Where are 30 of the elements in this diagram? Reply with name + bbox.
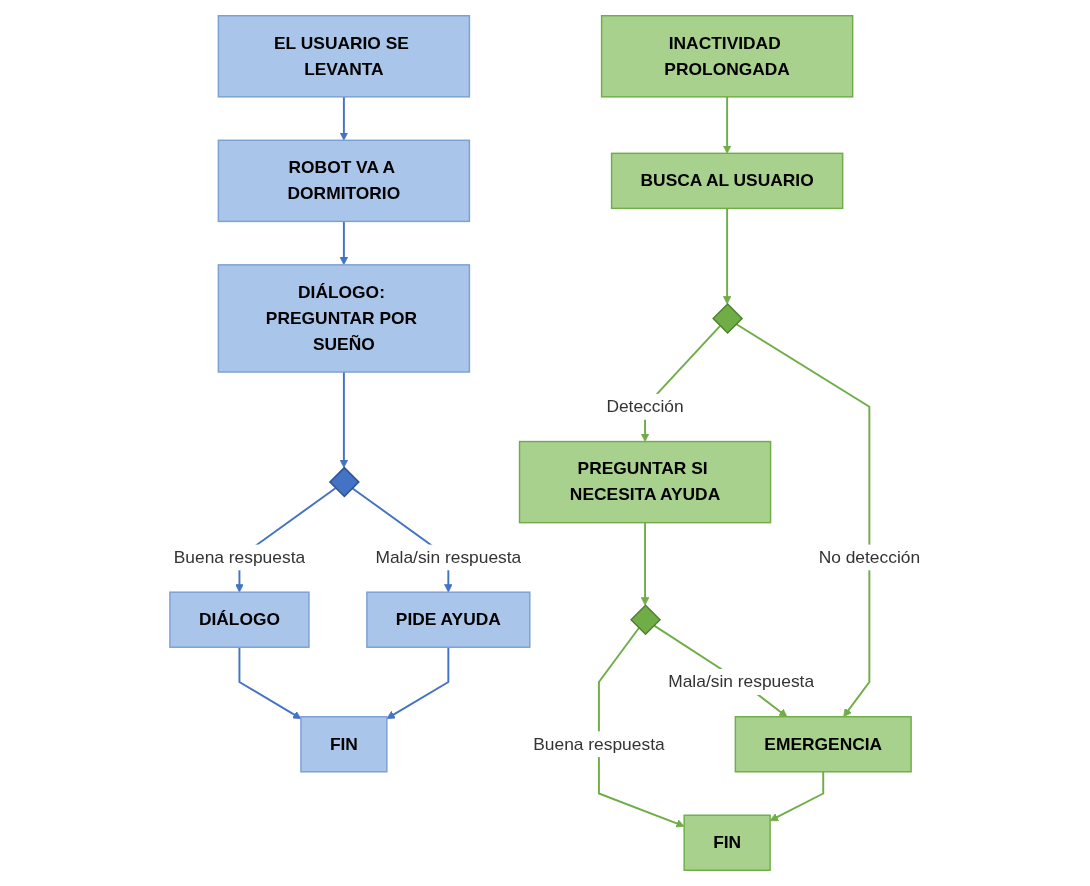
arrow: [339, 95, 349, 141]
node-box: EL USUARIO SE LEVANTA: [217, 15, 471, 98]
arrow: [339, 220, 349, 266]
arrow: [722, 207, 732, 305]
node-box: DIÁLOGO: [169, 591, 310, 648]
node-diamond: [328, 466, 360, 498]
node-box: ROBOT VA A DORMITORIO: [217, 139, 471, 223]
arrow: [640, 521, 650, 606]
node-box: PREGUNTAR SI NECESITA AYUDA: [518, 440, 772, 524]
arrow: [386, 646, 450, 720]
node-diamond: [712, 302, 744, 334]
node-box: PIDE AYUDA: [366, 591, 531, 648]
arrow: [722, 95, 732, 154]
edge-label: Mala/sin respuesta: [668, 671, 815, 692]
arrow: [238, 646, 302, 720]
arrow: [339, 371, 349, 468]
edge-label: Buena respuesta: [173, 547, 306, 567]
arrow: [735, 323, 871, 718]
node-box: EMERGENCIA: [734, 716, 912, 773]
edge-label: Detección: [606, 396, 684, 416]
node-box: BUSCA AL USUARIO: [610, 152, 844, 210]
edge-label: Mala/sin respuesta: [375, 547, 522, 567]
arrow: [597, 627, 685, 828]
edge-label: Buena respuesta: [533, 734, 665, 754]
edge-label: No detección: [818, 547, 921, 567]
node-box: INACTIVIDAD PROLONGADA: [600, 15, 854, 98]
node-box: DIÁLOGO: PREGUNTAR POR SUEÑO: [217, 264, 471, 373]
node-box: FIN: [683, 814, 771, 871]
node-diamond: [630, 604, 662, 636]
node-box: FIN: [300, 716, 388, 773]
